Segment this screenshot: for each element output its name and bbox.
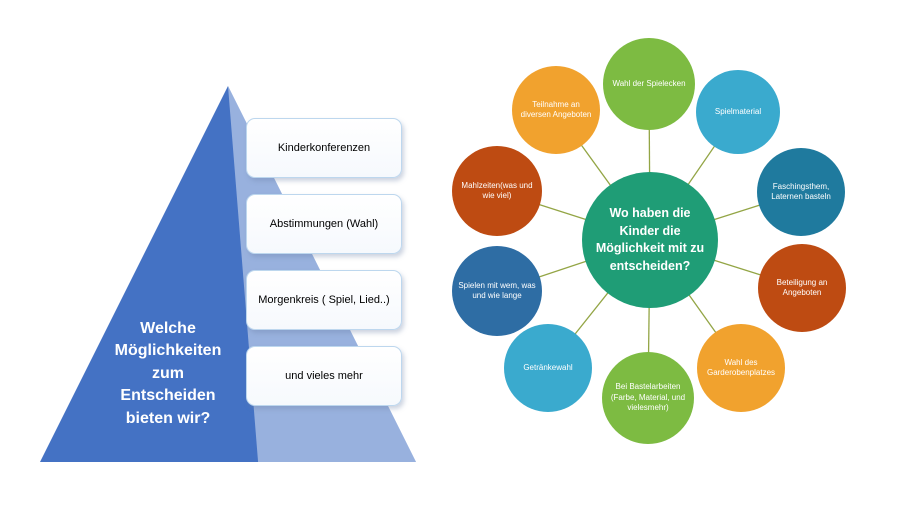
radial-node: Bei Bastelarbeiten (Farbe, Material, und… <box>602 352 694 444</box>
radial-node: Wahl des Garderobenplatzes <box>697 324 785 412</box>
radial-node: Spielmaterial <box>696 70 780 154</box>
radial-node: Mahlzeiten(was und wie viel) <box>452 146 542 236</box>
pyramid-box: Morgenkreis ( Spiel, Lied..) <box>246 270 402 330</box>
radial-node: Teilnahme an diversen Angeboten <box>512 66 600 154</box>
pyramid-box-label: Kinderkonferenzen <box>277 142 371 154</box>
radial-node: Beteiligung an Angeboten <box>758 244 846 332</box>
radial-node: Getränkewahl <box>504 324 592 412</box>
pyramid-box: Kinderkonferenzen <box>246 118 402 178</box>
radial-node-label: Getränkewahl <box>523 362 573 372</box>
radial-center-label: Wo haben die Kinder die Möglichkeit mit … <box>595 206 705 273</box>
radial-node: Spielen mit wem, was und wie lange <box>452 246 542 336</box>
radial-node-label: Bei Bastelarbeiten (Farbe, Material, und… <box>610 382 686 413</box>
radial-node-label: Spielen mit wem, was und wie lange <box>458 280 536 300</box>
radial-node: Faschingsthem, Laternen basteln <box>757 148 845 236</box>
radial-node-label: Teilnahme an diversen Angeboten <box>520 99 592 119</box>
radial-node-label: Beteiligung an Angeboten <box>776 277 828 297</box>
radial-center: Wo haben die Kinder die Möglichkeit mit … <box>582 172 718 308</box>
pyramid-diagram: Welche Möglichkeiten zum Entscheiden bie… <box>40 86 416 462</box>
radial-node-label: Mahlzeiten(was und wie viel) <box>461 180 533 200</box>
pyramid-box-label: und vieles mehr <box>285 370 363 382</box>
radial-node: Wahl der Spielecken <box>603 38 695 130</box>
radial-node-label: Faschingsthem, Laternen basteln <box>771 181 831 201</box>
pyramid-box-label: Morgenkreis ( Spiel, Lied..) <box>258 294 390 306</box>
pyramid-box-label: Abstimmungen (Wahl) <box>269 218 379 230</box>
pyramid-box: und vieles mehr <box>246 346 402 406</box>
pyramid-title: Welche Möglichkeiten zum Entscheiden bie… <box>114 320 222 427</box>
pyramid-box: Abstimmungen (Wahl) <box>246 194 402 254</box>
radial-node-label: Wahl der Spielecken <box>612 78 686 88</box>
radial-node-label: Spielmaterial <box>714 106 762 116</box>
radial-node-label: Wahl des Garderobenplatzes <box>706 357 776 377</box>
